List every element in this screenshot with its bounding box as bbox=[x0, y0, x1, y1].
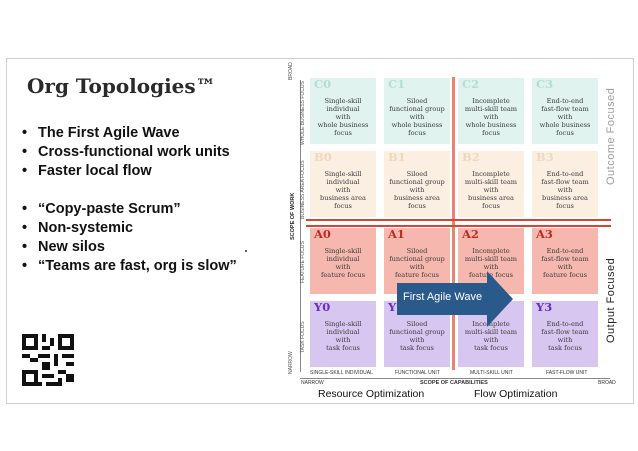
column-label-multi-skill: MULTI-SKILL UNIT bbox=[470, 370, 513, 376]
outcome-focused-label: Outcome Focused bbox=[605, 87, 617, 185]
row-label-business-area: BUSINESS AREA FOCUS bbox=[300, 160, 306, 219]
column-label-single-skill: SINGLE-SKILL INDIVIDUAL bbox=[310, 370, 373, 376]
cell-code: C0 bbox=[314, 77, 332, 91]
qr-code-icon bbox=[22, 334, 74, 386]
cell-code: A1 bbox=[388, 227, 405, 241]
x-axis-line bbox=[300, 378, 610, 379]
bullet-list-2: “Copy-paste Scrum” Non-systemic New silo… bbox=[22, 200, 237, 276]
y-axis-title: SCOPE OF WORK bbox=[290, 192, 296, 240]
x-axis-high-label: BROAD bbox=[598, 380, 616, 386]
bullet-item: Cross-functional work units bbox=[22, 143, 230, 162]
column-label-functional: FUNCTIONAL UNIT bbox=[395, 370, 440, 376]
horizontal-divider-top bbox=[306, 219, 611, 221]
bullet-item: Non-systemic bbox=[22, 219, 237, 238]
bullet-item: “Copy-paste Scrum” bbox=[22, 200, 237, 219]
cell-code: Y0 bbox=[314, 300, 331, 314]
cell-code: C3 bbox=[536, 77, 554, 91]
column-label-fast-flow: FAST-FLOW UNIT bbox=[546, 370, 588, 376]
cell-code: B2 bbox=[462, 150, 480, 164]
cell-code: Y3 bbox=[536, 300, 553, 314]
vertical-divider bbox=[452, 77, 455, 370]
cell-code: B1 bbox=[388, 150, 406, 164]
cell-code: A0 bbox=[314, 227, 331, 241]
arrow-label: First Agile Wave bbox=[403, 291, 483, 303]
row-label-whole-business: WHOLE BUSINESS FOCUS bbox=[300, 81, 306, 145]
cell-code: C1 bbox=[388, 77, 406, 91]
cell-code: B3 bbox=[536, 150, 554, 164]
output-focused-label: Output Focused bbox=[605, 257, 617, 343]
row-label-feature: FEATURE FOCUS bbox=[300, 241, 306, 283]
cell-code: B0 bbox=[314, 150, 332, 164]
x-axis-low-label: NARROW bbox=[301, 380, 324, 386]
bullet-item: Faster local flow bbox=[22, 162, 230, 181]
bullet-item: New silos bbox=[22, 238, 237, 257]
slide-title: Org Topologies™ bbox=[27, 74, 216, 98]
stray-dot bbox=[245, 250, 247, 252]
flow-optimization-label: Flow Optimization bbox=[474, 388, 558, 400]
cell-code: A2 bbox=[462, 227, 479, 241]
cell-code: A3 bbox=[536, 227, 553, 241]
cell-code: C2 bbox=[462, 77, 480, 91]
cell-code: Y1 bbox=[388, 300, 405, 314]
horizontal-divider-bottom bbox=[306, 225, 611, 227]
y-axis-low-label: NARROW bbox=[288, 351, 294, 374]
bullet-list-1: The First Agile Wave Cross-functional wo… bbox=[22, 124, 230, 181]
bullet-item: The First Agile Wave bbox=[22, 124, 230, 143]
y-axis-line bbox=[300, 80, 301, 372]
right-arrow-icon bbox=[397, 271, 513, 327]
y-axis-high-label: BROAD bbox=[288, 62, 294, 80]
x-axis-title: SCOPE OF CAPABILITIES bbox=[420, 380, 488, 386]
bullet-item: “Teams are fast, org is slow” bbox=[22, 257, 237, 276]
resource-optimization-label: Resource Optimization bbox=[318, 388, 425, 400]
row-label-task: TASK FOCUS bbox=[300, 321, 306, 353]
